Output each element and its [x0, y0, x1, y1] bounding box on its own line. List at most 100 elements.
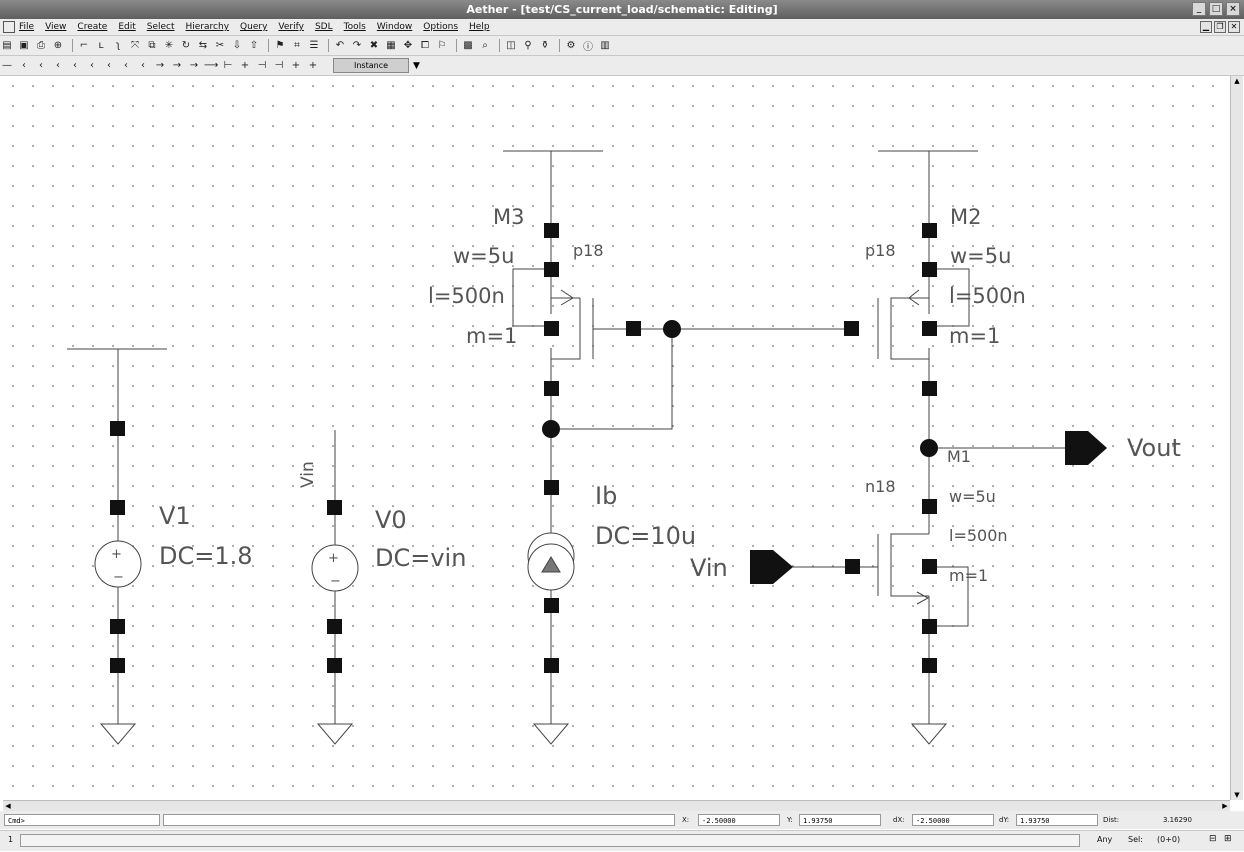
wire-icon[interactable]: ⌐ — [79, 40, 89, 51]
menu-query[interactable]: Query — [240, 22, 268, 32]
arrow-tool-5-icon[interactable]: ⊢ — [223, 60, 233, 71]
scroll-right-icon[interactable]: ▶ — [1222, 802, 1228, 810]
scroll-down-icon[interactable]: ▼ — [1234, 791, 1240, 799]
m1-channel — [890, 533, 929, 597]
check-icon[interactable]: ⚑ — [275, 40, 285, 51]
settings-icon[interactable]: ⚙ — [566, 40, 576, 51]
arrow-tool-1-icon[interactable]: → — [155, 60, 165, 71]
angle-tool-1-icon[interactable]: ‹ — [22, 60, 26, 71]
angle-tool-2-icon[interactable]: ‹ — [39, 60, 43, 71]
search-icon[interactable]: ⌕ — [482, 40, 488, 51]
flip-icon[interactable]: ⇆ — [198, 40, 208, 51]
arrow-tool-4-icon[interactable]: ⟶ — [204, 60, 219, 71]
flag-icon[interactable]: ⚐ — [437, 40, 447, 51]
view-icon[interactable]: ◫ — [506, 40, 516, 51]
netlist-icon[interactable]: ⌗ — [294, 40, 300, 51]
zoom-icon[interactable]: ⊕ — [53, 40, 63, 51]
wire-turn-icon[interactable]: ʅ — [115, 40, 121, 51]
menu-options[interactable]: Options — [423, 22, 459, 32]
menu-help[interactable]: Help — [469, 22, 490, 32]
angle-tool-3-icon[interactable]: ‹ — [56, 60, 60, 71]
v0-pin-plus — [327, 500, 342, 515]
m2-name: M2 — [950, 205, 981, 229]
v1-source-circle — [94, 540, 142, 588]
cancel-icon[interactable]: ✖ — [369, 40, 379, 51]
m1-pin-bottom — [922, 658, 937, 673]
pan-icon[interactable]: ✥ — [403, 40, 413, 51]
wire-bend-icon[interactable]: ʟ — [98, 40, 104, 51]
m2-arrow-icon — [908, 289, 920, 306]
stretch-icon[interactable]: ✳ — [164, 40, 174, 51]
angle-tool-6-icon[interactable]: ‹ — [107, 60, 111, 71]
m3-arrow-icon — [560, 289, 574, 306]
menu-window[interactable]: Window — [376, 22, 413, 32]
minimize-button[interactable]: _ — [1192, 2, 1206, 16]
layer-icon[interactable]: ▩ — [463, 40, 473, 51]
lock-icon[interactable]: ⊟ — [1209, 834, 1217, 844]
new-icon[interactable]: ▤ — [2, 40, 12, 51]
cross-tool-2-icon[interactable]: ⊣ — [257, 60, 267, 71]
menu-create[interactable]: Create — [77, 22, 108, 32]
angle-tool-8-icon[interactable]: ‹ — [141, 60, 145, 71]
line-tool-icon[interactable]: — — [2, 60, 12, 71]
arrow-tool-2-icon[interactable]: → — [172, 60, 182, 71]
snap-icon[interactable]: ⊞ — [1224, 834, 1232, 844]
ascend-icon[interactable]: ⇧ — [249, 40, 259, 51]
menu-file[interactable]: File — [19, 22, 35, 32]
menu-edit[interactable]: Edit — [118, 22, 136, 32]
m3-l: l=500n — [428, 284, 505, 308]
menu-hierarchy[interactable]: Hierarchy — [185, 22, 230, 32]
title-bar: Aether - [test/CS_current_load/schematic… — [0, 0, 1244, 19]
arrow-tool-3-icon[interactable]: → — [189, 60, 199, 71]
angle-tool-7-icon[interactable]: ‹ — [124, 60, 128, 71]
print-icon[interactable]: ⎙ — [37, 40, 45, 51]
undo-icon[interactable]: ↶ — [335, 40, 345, 51]
m2-m: m=1 — [949, 324, 1000, 348]
save-icon[interactable]: ▣ — [19, 40, 29, 51]
move-icon[interactable]: ⤧ — [131, 40, 139, 51]
info-icon[interactable]: ⓘ — [583, 42, 593, 53]
doc-icon[interactable]: ▥ — [600, 40, 610, 51]
maximize-button[interactable]: □ — [1209, 2, 1223, 16]
schematic-canvas[interactable]: + − + − — [3, 76, 1229, 800]
cross-tool-5-icon[interactable]: + — [308, 60, 318, 71]
command-input[interactable]: Cmd> — [4, 814, 160, 826]
rotate-icon[interactable]: ↻ — [181, 40, 191, 51]
menu-sdl[interactable]: SDL — [314, 22, 333, 32]
cross-tool-1-icon[interactable]: + — [240, 60, 250, 71]
menu-tools[interactable]: Tools — [343, 22, 366, 32]
ib-ground-icon — [532, 723, 570, 745]
menu-verify[interactable]: Verify — [278, 22, 304, 32]
v0-net-label: Vin — [298, 461, 318, 488]
close-button[interactable]: × — [1226, 2, 1240, 16]
copy-icon[interactable]: ⧉ — [148, 40, 156, 51]
descend-icon[interactable]: ⇩ — [232, 40, 242, 51]
angle-tool-4-icon[interactable]: ‹ — [73, 60, 77, 71]
scroll-left-icon[interactable]: ◀ — [5, 802, 11, 810]
mdi-minimize-icon[interactable]: ▁ — [1200, 21, 1212, 33]
marker-icon[interactable]: ⚱ — [540, 40, 550, 51]
prop-icon[interactable]: ☰ — [309, 40, 319, 51]
diode-connect-wire — [551, 329, 673, 430]
horizontal-scrollbar[interactable]: ◀ ▶ — [3, 800, 1230, 811]
mdi-restore-icon[interactable]: ❐ — [1214, 21, 1226, 33]
redo-icon[interactable]: ↷ — [352, 40, 362, 51]
fit-icon[interactable]: ⧠ — [421, 40, 429, 51]
mode-selector[interactable]: Instance — [333, 58, 409, 73]
probe-icon[interactable]: ⚲ — [524, 40, 532, 51]
cross-tool-4-icon[interactable]: + — [291, 60, 301, 71]
vertical-scrollbar[interactable]: ▲ ▼ — [1230, 76, 1243, 800]
v1-name: V1 — [159, 502, 191, 530]
ib-name: Ib — [595, 482, 617, 510]
cross-tool-3-icon[interactable]: ⊣ — [274, 60, 284, 71]
dist-value: 3.16290 — [1163, 816, 1192, 824]
scroll-up-icon[interactable]: ▲ — [1234, 77, 1240, 85]
menu-view[interactable]: View — [45, 22, 67, 32]
m2-pin-s — [922, 223, 937, 238]
grid-icon[interactable]: ▦ — [386, 40, 396, 51]
menu-select[interactable]: Select — [146, 22, 175, 32]
mode-dropdown-icon[interactable]: ▼ — [413, 60, 420, 71]
angle-tool-5-icon[interactable]: ‹ — [90, 60, 94, 71]
mdi-close-icon[interactable]: ✕ — [1228, 21, 1240, 33]
delete-icon[interactable]: ✂ — [215, 40, 225, 51]
